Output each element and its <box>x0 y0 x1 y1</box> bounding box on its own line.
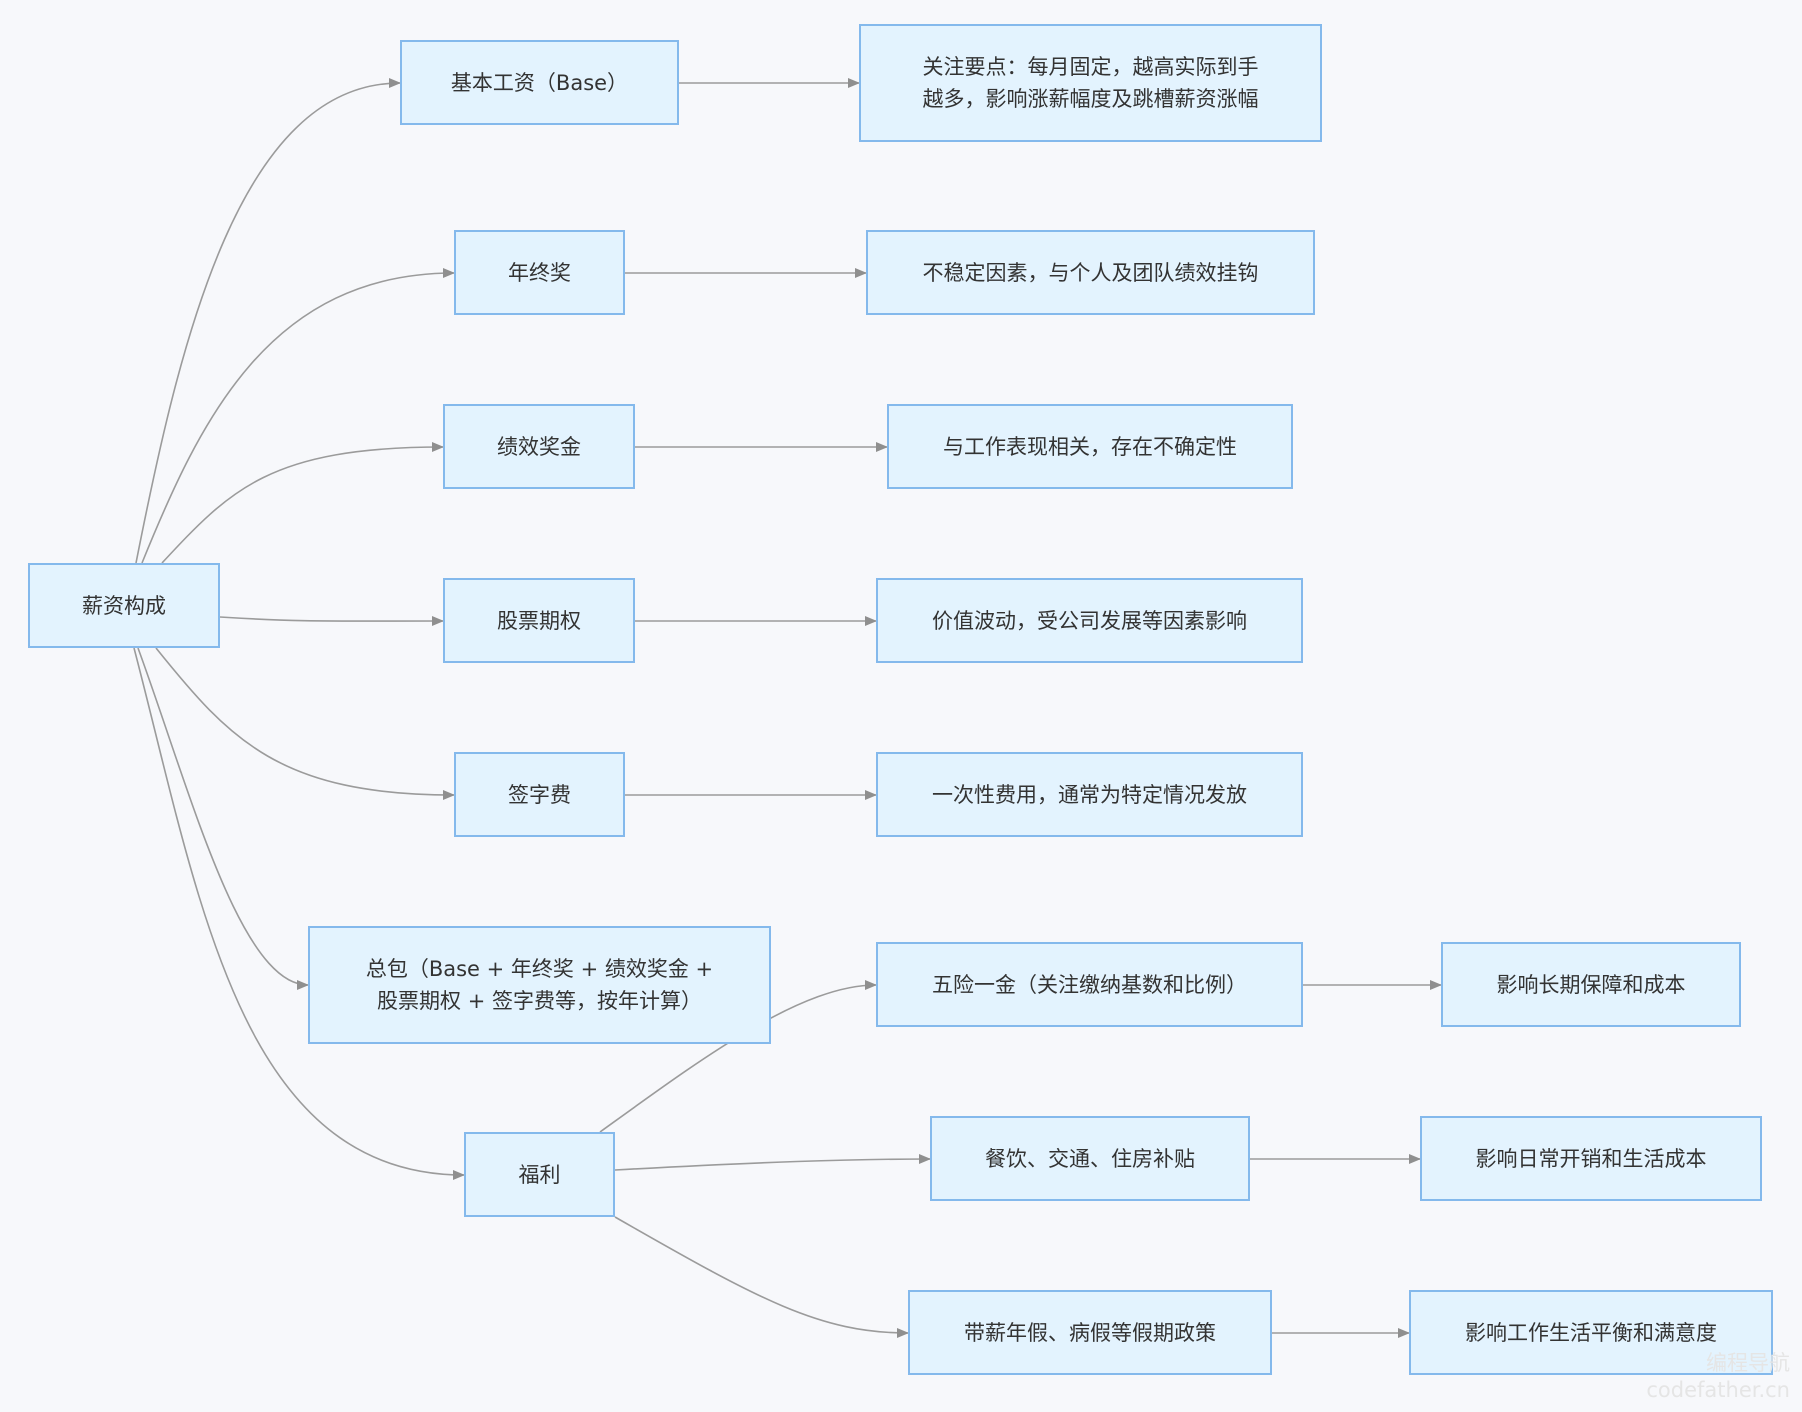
edge-welfare-to-leave <box>614 1216 909 1338</box>
watermark: 编程导航 codefather.cn <box>1646 1350 1790 1404</box>
node-performance-bonus-note: 与工作表现相关，存在不确定性 <box>887 404 1293 489</box>
node-stock-options-note: 价值波动，受公司发展等因素影响 <box>876 578 1303 663</box>
edge-root-to-signing <box>155 647 455 800</box>
node-year-end-bonus: 年终奖 <box>454 230 625 315</box>
node-paid-leave: 带薪年假、病假等假期政策 <box>908 1290 1272 1375</box>
node-social-insurance: 五险一金（关注缴纳基数和比例） <box>876 942 1303 1027</box>
node-subsidies: 餐饮、交通、住房补贴 <box>930 1116 1250 1201</box>
node-performance-bonus: 绩效奖金 <box>443 404 635 489</box>
edge-root-to-welfare <box>133 647 465 1180</box>
node-base-salary-note: 关注要点：每月固定，越高实际到手越多，影响涨薪幅度及跳槽薪资涨幅 <box>859 24 1322 142</box>
node-signing-bonus: 签字费 <box>454 752 625 837</box>
node-social-insurance-note: 影响长期保障和成本 <box>1441 942 1741 1027</box>
edge-welfare-to-subsidy <box>614 1154 931 1171</box>
node-year-end-bonus-note: 不稳定因素，与个人及团队绩效挂钩 <box>866 230 1315 315</box>
edge-root-to-stock <box>219 616 444 627</box>
node-stock-options: 股票期权 <box>443 578 635 663</box>
node-salary-structure: 薪资构成 <box>28 563 220 648</box>
edge-root-to-total <box>137 647 309 990</box>
node-paid-leave-note: 影响工作生活平衡和满意度 <box>1409 1290 1773 1375</box>
watermark-url: codefather.cn <box>1646 1378 1790 1402</box>
edge-root-to-perf-bonus <box>161 442 444 564</box>
node-base-salary: 基本工资（Base） <box>400 40 679 125</box>
watermark-title: 编程导航 <box>1706 1351 1790 1375</box>
node-total-package: 总包（Base + 年终奖 + 绩效奖金 + 股票期权 + 签字费等，按年计算） <box>308 926 771 1044</box>
node-welfare: 福利 <box>464 1132 615 1217</box>
edge-root-to-base <box>135 78 401 564</box>
node-subsidies-note: 影响日常开销和生活成本 <box>1420 1116 1762 1201</box>
node-signing-bonus-note: 一次性费用，通常为特定情况发放 <box>876 752 1303 837</box>
edge-root-to-year-bonus <box>141 268 455 564</box>
